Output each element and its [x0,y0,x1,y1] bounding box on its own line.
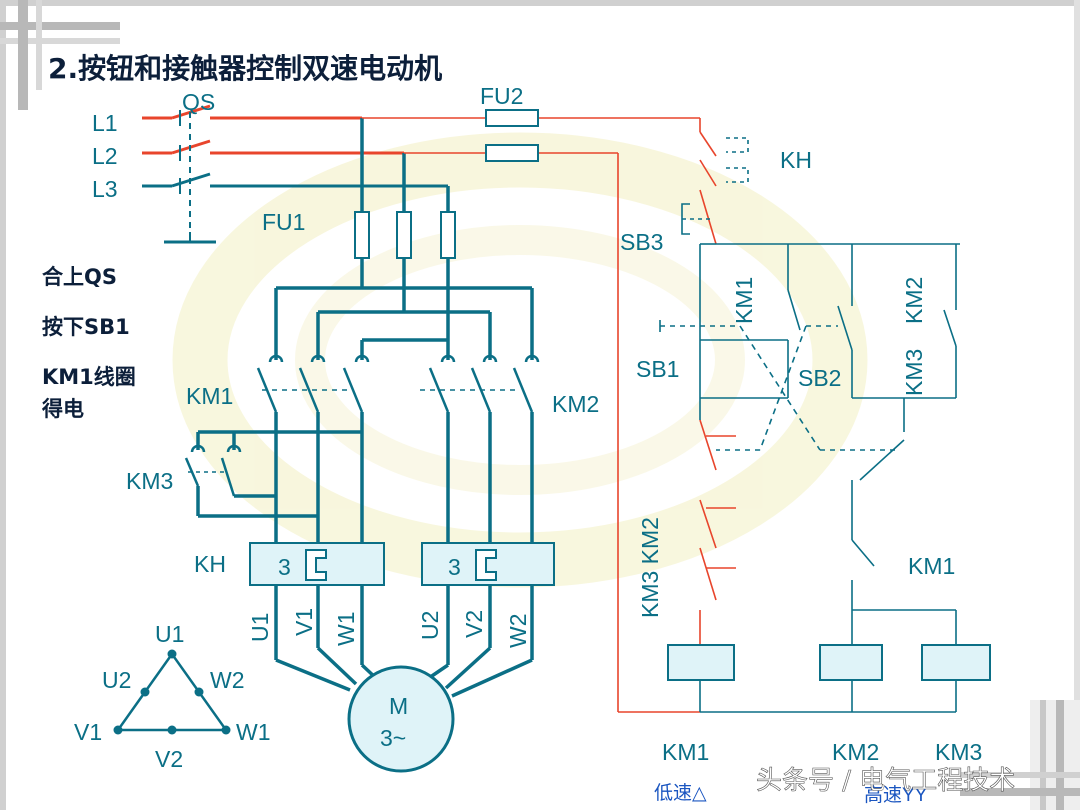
motor [347,665,455,773]
label-motor: M [389,693,408,719]
main-conductors [196,412,534,545]
label-l2: L2 [92,143,118,169]
label-sb1: SB1 [636,356,679,382]
label-coil-km3: KM3 [935,739,982,765]
fu1-fuses [354,211,456,259]
diagram-labels: L1 L2 L3 QS FU2 FU1 KM1 KM2 KM3 KH 3 3 U… [74,83,982,806]
label-delta-v2: V2 [155,746,183,772]
label-w1: W1 [333,612,359,647]
page-title: 2.按钮和接触器控制双速电动机 [48,52,442,85]
label-fu2: FU2 [480,83,523,109]
power-bus [274,118,534,360]
kh-thermal-relays [249,542,555,586]
label-v1: V1 [291,608,317,636]
note-line-4: 得电 [41,397,84,421]
label-w2: W2 [505,614,531,649]
label-motor-phase: 3~ [380,725,406,751]
motor-leads [274,585,534,698]
label-km2-aux: KM2 [901,277,927,324]
label-km3-main: KM3 [126,468,173,494]
label-u2: U2 [417,611,443,640]
label-u1: U1 [247,613,273,642]
label-km3-aux: KM3 [901,349,927,396]
delta-connection-diagram [113,649,231,735]
label-qs: QS [182,89,215,115]
label-km2-main: KM2 [552,391,599,417]
label-kh-main: KH [194,551,226,577]
label-l3: L3 [92,176,118,202]
power-supply-lines [142,104,448,244]
label-km1-aux: KM1 [731,277,757,324]
label-v2: V2 [461,610,487,638]
note-line-2: 按下SB1 [42,315,130,339]
label-coil-km2: KM2 [832,739,879,765]
label-delta-v1: V1 [74,719,102,745]
label-sb3: SB3 [620,229,663,255]
label-high-speed: 高速YY [864,784,928,806]
km2-main-contacts [420,354,540,413]
label-coil-km1: KM1 [662,739,709,765]
label-kh-control: KH [780,147,812,173]
note-line-1: 合上QS [42,265,117,289]
control-coils [667,644,991,681]
label-delta-w2: W2 [210,667,245,693]
label-relay-1: 3 [278,554,291,580]
label-relay-2: 3 [448,554,461,580]
note-line-3: KM1线圈 [42,365,136,389]
fu2-fuses [362,109,700,162]
km1-main-contacts [256,354,370,413]
label-fu1: FU1 [262,209,305,235]
control-circuit-red [617,118,736,713]
label-delta-u2: U2 [102,667,131,693]
label-l1: L1 [92,110,118,136]
control-circuit-teal [659,137,960,713]
label-km3-km2-interlock: KM3 KM2 [637,517,663,618]
label-low-speed: 低速△ [654,782,707,804]
km3-contacts [184,444,242,497]
label-delta-u1: U1 [155,621,184,647]
label-delta-w1: W1 [236,719,271,745]
watermark: 头条号 / 电气工程技术 [756,766,1015,796]
label-km1-interlock: KM1 [908,553,955,579]
label-km1-main: KM1 [186,383,233,409]
label-sb2: SB2 [798,365,841,391]
